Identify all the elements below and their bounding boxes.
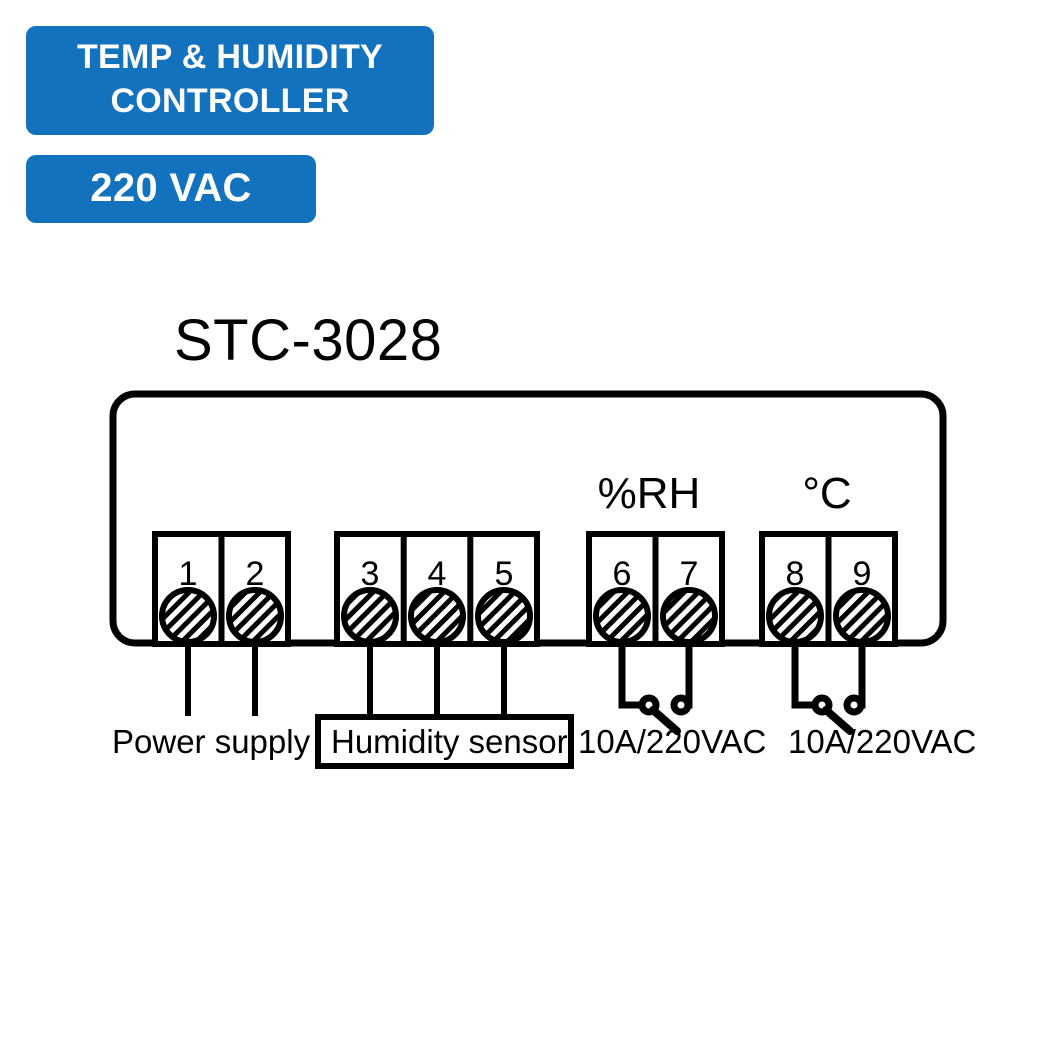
relay-lead-left — [618, 646, 643, 709]
terminal-number-1: 1 — [179, 555, 198, 593]
screw-terminal-7 — [660, 587, 718, 645]
terminal-group-power-supply: 1 2 — [152, 531, 291, 647]
terminal-number-6: 6 — [613, 555, 632, 593]
product-badge-line-1: TEMP & HUMIDITY — [76, 38, 384, 76]
screw-terminal-9 — [833, 587, 891, 645]
relay-switch-lever — [822, 706, 854, 735]
screw-terminal-4 — [408, 587, 466, 645]
terminal-number-3: 3 — [361, 555, 380, 593]
terminal-group-humidity-relay: 6 7 — [586, 531, 725, 647]
screw-terminal-1 — [159, 587, 217, 645]
temperature-relay-rating-label: 10A/220VAC — [788, 723, 976, 760]
relay-contact-temperature — [791, 646, 866, 735]
humidity-sensor-label: Humidity sensor — [331, 723, 568, 760]
product-badge-line-2: CONTROLLER — [110, 81, 350, 120]
relay-contact-humidity — [618, 646, 693, 735]
product-type-badge: TEMP & HUMIDITY CONTROLLER — [26, 26, 434, 136]
terminal-number-4: 4 — [428, 555, 447, 593]
terminal-group-temperature-relay: 8 9 — [759, 531, 898, 647]
humidity-relay-rating-label: 10A/220VAC — [578, 723, 766, 760]
relay-lead-left — [791, 646, 816, 709]
power-supply-label: Power supply — [112, 723, 311, 760]
screw-terminal-2 — [226, 587, 284, 645]
relay-switch-lever — [649, 706, 681, 735]
terminal-number-8: 8 — [786, 555, 805, 593]
screw-terminal-8 — [766, 587, 824, 645]
terminal-group-humidity-sensor: 3 4 5 — [334, 531, 540, 647]
screw-terminal-3 — [341, 587, 399, 645]
temperature-output-label: °C — [802, 469, 851, 518]
lead-wires-power-and-sensor — [185, 646, 507, 716]
terminal-number-9: 9 — [853, 555, 872, 593]
model-number-label: STC-3028 — [174, 308, 443, 373]
relay-fixed-contact — [670, 694, 692, 716]
terminal-number-5: 5 — [495, 555, 514, 593]
screw-terminal-5 — [475, 587, 533, 645]
relay-fixed-contact — [843, 694, 865, 716]
voltage-rating-badge: 220 VAC — [26, 155, 316, 224]
badge-group: TEMP & HUMIDITY CONTROLLER 220 VAC — [26, 26, 434, 224]
humidity-sensor-box — [315, 714, 574, 769]
terminal-number-7: 7 — [680, 555, 699, 593]
terminal-number-2: 2 — [246, 555, 265, 593]
humidity-output-label: %RH — [598, 469, 701, 518]
screw-terminal-6 — [593, 587, 651, 645]
